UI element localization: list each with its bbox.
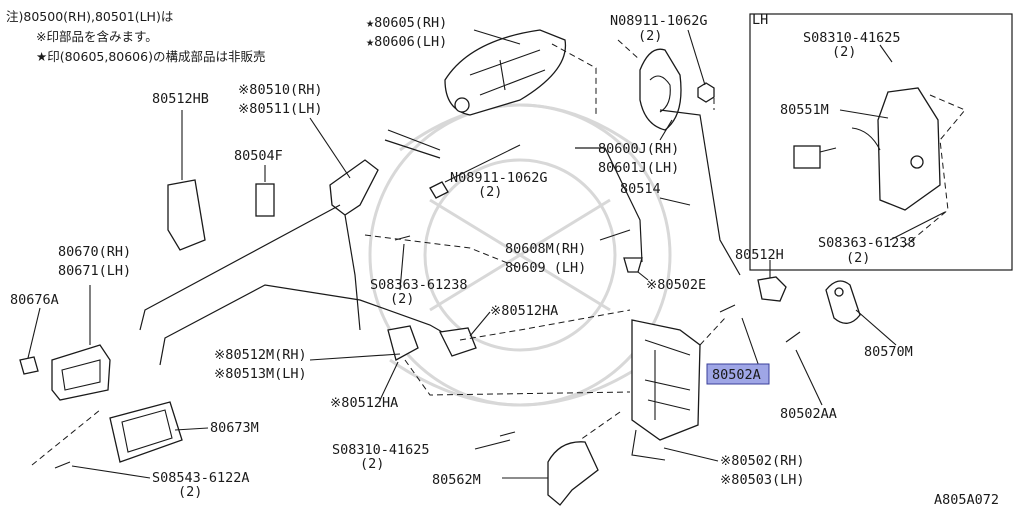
label-80503[interactable]: ※80503(LH) (720, 472, 804, 488)
label-80510[interactable]: ※80510(RH) (238, 82, 322, 98)
label-80511[interactable]: ※80511(LH) (238, 101, 322, 117)
bracket-80510 (329, 159, 379, 216)
label-80512HB[interactable]: 80512HB (152, 91, 209, 107)
screws-80502AA (719, 304, 801, 343)
label-80600J[interactable]: 80600J(RH) (598, 141, 679, 157)
grommet-80502E (623, 257, 643, 273)
notes-block: 注)80500(RH),80501(LH)は ※印部品を含みます。 ★印(806… (6, 9, 265, 64)
label-80608M[interactable]: 80608M(RH) (505, 241, 586, 257)
label-80504F[interactable]: 80504F (234, 148, 283, 164)
diagram-id: A805A072 (934, 492, 999, 508)
outer-handle-80605 (444, 29, 567, 116)
clip-80512HA-2 (387, 325, 419, 361)
leader-lines (27, 29, 946, 479)
lever-80562M (547, 441, 599, 506)
note-line-3: ★印(80605,80606)の構成部品は非販売 (36, 49, 265, 64)
part-80504F (255, 183, 275, 217)
rod-80608M (575, 147, 643, 263)
label-80551M[interactable]: 80551M (780, 102, 829, 118)
label-80601J[interactable]: 80601J(LH) (598, 160, 679, 176)
lh-inset-label: LH (752, 12, 768, 28)
label-80502[interactable]: ※80502(RH) (720, 453, 804, 469)
small-rod-upper (384, 129, 441, 159)
label-80562M[interactable]: 80562M (432, 472, 481, 488)
door-latch-80502 (631, 319, 701, 461)
bolt-mid (429, 181, 449, 199)
label-80512H[interactable]: 80512H (735, 247, 784, 263)
label-08363-mid-qty: (2) (390, 291, 414, 307)
label-08911-top-qty: (2) (638, 28, 662, 44)
label-08911-mid-qty: (2) (478, 184, 502, 200)
label-80606[interactable]: ★80606(LH) (366, 34, 447, 50)
label-08363-box-qty: (2) (846, 250, 870, 266)
label-08310-bot-qty: (2) (360, 456, 384, 472)
label-80502AA[interactable]: 80502AA (780, 406, 837, 422)
label-08911-top[interactable]: N08911-1062G (610, 13, 708, 29)
rod-80512M (159, 284, 466, 366)
label-80514[interactable]: 80514 (620, 181, 661, 197)
clip-80512H (757, 276, 787, 302)
clip-80512HB (167, 179, 206, 251)
long-rod-upper (139, 204, 341, 331)
clip-80676A (19, 356, 39, 375)
label-80513M[interactable]: ※80513M(LH) (214, 366, 307, 382)
label-80609[interactable]: 80609 (LH) (505, 260, 586, 276)
note-line-1: 注)80500(RH),80501(LH)は (6, 9, 173, 24)
label-80671[interactable]: 80671(LH) (58, 263, 131, 279)
actuator-80551M (793, 87, 941, 211)
label-80673M[interactable]: 80673M (210, 420, 259, 436)
vertical-rod (344, 214, 361, 331)
label-80512HA-1[interactable]: ※80512HA (490, 303, 558, 319)
highlight-80502A (706, 363, 770, 385)
striker-80570M (825, 280, 861, 324)
label-80605[interactable]: ★80605(RH) (366, 15, 447, 31)
label-08363-mid[interactable]: S08363-61238 (370, 277, 468, 293)
label-80670[interactable]: 80670(RH) (58, 244, 131, 260)
label-08543-qty: (2) (178, 484, 202, 500)
label-08310-bot[interactable]: S08310-41625 (332, 442, 430, 458)
label-80512M[interactable]: ※80512M(RH) (214, 347, 307, 363)
escutcheon-80673M (109, 401, 183, 463)
label-08363-box[interactable]: S08363-61238 (818, 235, 916, 251)
inside-handle-80670 (51, 344, 111, 401)
rod-80514 (659, 109, 741, 276)
label-08911-mid[interactable]: N08911-1062G (450, 170, 548, 186)
label-80676A[interactable]: 80676A (10, 292, 59, 308)
label-80570M[interactable]: 80570M (864, 344, 913, 360)
watermark-emblem (368, 103, 672, 407)
bracket-80600J (639, 48, 682, 131)
clip-80512HA-1 (439, 327, 477, 357)
assembly-guides (31, 39, 966, 466)
note-line-2: ※印部品を含みます。 (36, 29, 158, 44)
label-80502A[interactable]: 80502A (712, 367, 761, 383)
label-80512HA-2[interactable]: ※80512HA (330, 395, 398, 411)
label-08310-top-qty: (2) (832, 44, 856, 60)
nut-08911-top (697, 82, 715, 103)
label-08310-top[interactable]: S08310-41625 (803, 30, 901, 46)
label-08543[interactable]: S08543-6122A (152, 470, 250, 486)
lh-inset-frame (749, 13, 1013, 271)
label-80502E[interactable]: ※80502E (646, 277, 706, 293)
